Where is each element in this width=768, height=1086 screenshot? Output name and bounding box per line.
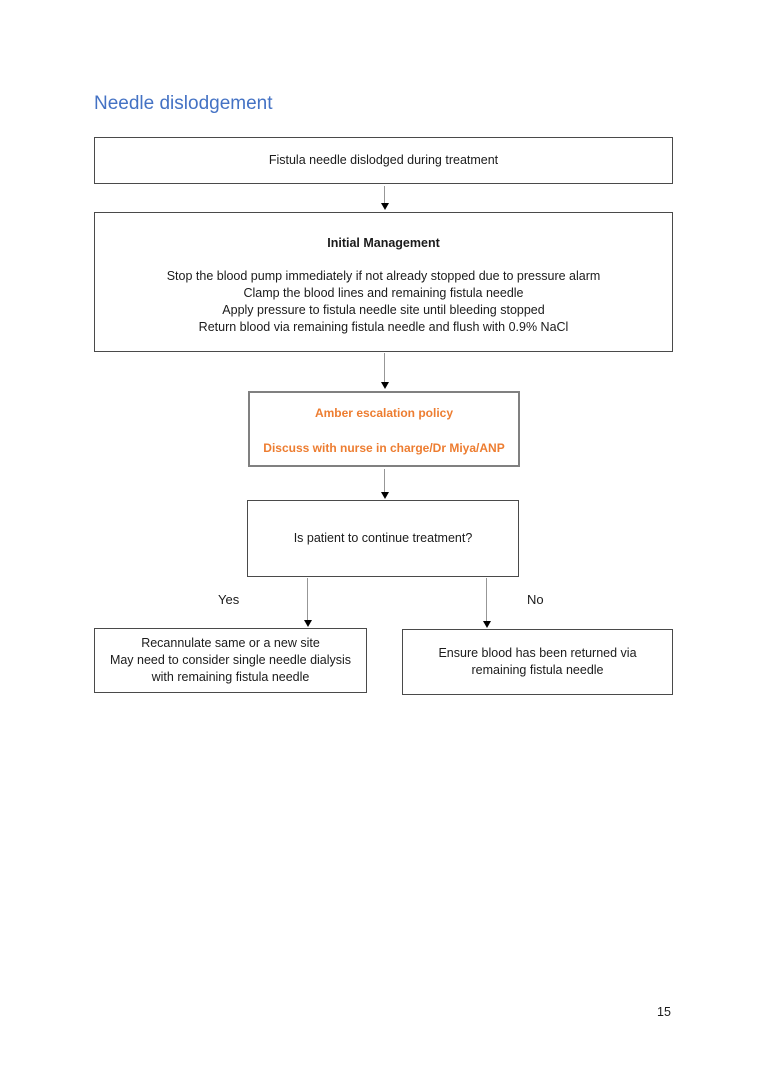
arrow-line	[384, 353, 385, 382]
arrow-head-icon	[380, 203, 389, 210]
arrow-line	[384, 469, 385, 492]
no-outcome-line: Ensure blood has been returned via	[438, 646, 637, 660]
yes-outcome-line: Recannulate same or a new site	[141, 636, 320, 650]
yes-outcome-line: May need to consider single needle dialy…	[109, 653, 352, 667]
arrow-down-3	[380, 469, 389, 499]
arrow-head-icon	[303, 620, 312, 627]
page-number: 15	[657, 1005, 671, 1019]
flow-box-no-outcome: Ensure blood has been returned via remai…	[402, 629, 673, 695]
arrow-line	[384, 186, 385, 203]
arrow-head-icon	[380, 492, 389, 499]
initial-management-line: Clamp the blood lines and remaining fist…	[243, 286, 524, 300]
amber-escalation-line1: Amber escalation policy	[314, 406, 454, 420]
flow-box-initial-management: Initial Management Stop the blood pump i…	[94, 212, 673, 352]
arrow-line	[307, 578, 308, 620]
page-title: Needle dislodgement	[94, 93, 273, 114]
arrow-line	[486, 578, 487, 621]
initial-management-line: Stop the blood pump immediately if not a…	[166, 269, 601, 283]
flow-box-amber-escalation: Amber escalation policy Discuss with nur…	[248, 391, 520, 467]
arrow-down-yes-branch	[303, 578, 312, 627]
initial-management-line: Apply pressure to fistula needle site un…	[222, 303, 545, 317]
flow-box-decision: Is patient to continue treatment?	[247, 500, 519, 577]
yes-outcome-line: with remaining fistula needle	[151, 670, 310, 684]
arrow-down-1	[380, 186, 389, 210]
amber-escalation-line2: Discuss with nurse in charge/Dr Miya/ANP	[263, 441, 505, 455]
initial-management-heading: Initial Management	[327, 236, 440, 250]
flow-box-start: Fistula needle dislodged during treatmen…	[94, 137, 673, 184]
decision-box-text: Is patient to continue treatment?	[293, 531, 473, 545]
no-outcome-line: remaining fistula needle	[471, 663, 604, 677]
flow-box-yes-outcome: Recannulate same or a new site May need …	[94, 628, 367, 693]
arrow-down-no-branch	[482, 578, 491, 628]
branch-label-yes: Yes	[218, 592, 240, 607]
start-box-text: Fistula needle dislodged during treatmen…	[268, 153, 499, 167]
arrow-head-icon	[482, 621, 491, 628]
initial-management-line: Return blood via remaining fistula needl…	[198, 320, 569, 334]
branch-label-no: No	[527, 592, 544, 607]
arrow-head-icon	[380, 382, 389, 389]
arrow-down-2	[380, 353, 389, 389]
